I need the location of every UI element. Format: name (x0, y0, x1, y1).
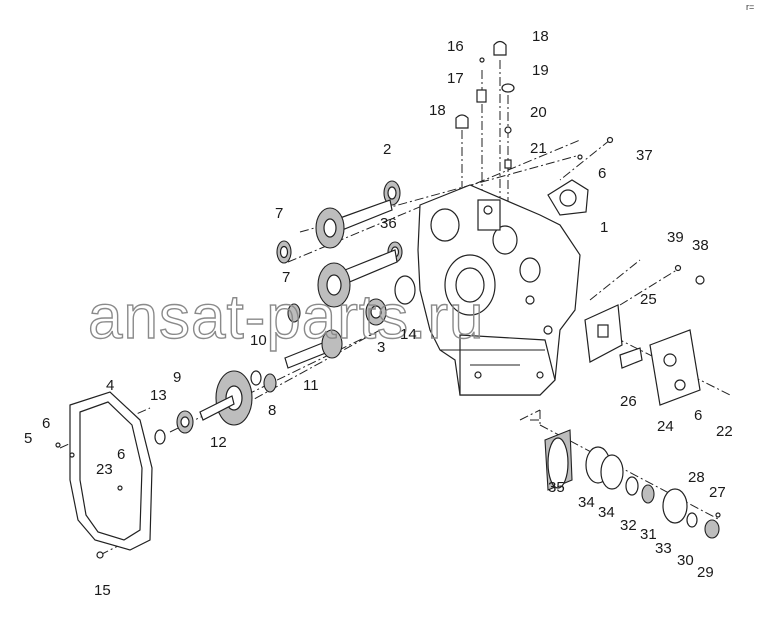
callout-6: 6 (694, 407, 702, 424)
gasket (55, 391, 153, 559)
top-fittings (455, 40, 614, 169)
callout-20: 20 (530, 104, 547, 121)
cover-plate (547, 179, 589, 216)
callout-14: 14 (400, 326, 417, 343)
callout-6: 6 (598, 165, 606, 182)
callout-23: 23 (96, 461, 113, 478)
corner-mark: r= (746, 2, 754, 12)
callout-18: 18 (532, 28, 549, 45)
output-flange-assembly (544, 429, 721, 539)
callout-17: 17 (447, 70, 464, 87)
callout-13: 13 (150, 387, 167, 404)
callout-21: 21 (530, 140, 547, 157)
callout-3: 3 (377, 339, 385, 356)
callout-labels: 16 18 17 19 18 20 21 37 2 6 1 7 36 39 38… (24, 28, 733, 599)
callout-1: 1 (600, 219, 608, 236)
callout-8: 8 (268, 402, 276, 419)
callout-11: 11 (303, 377, 319, 394)
callout-2: 2 (383, 141, 391, 158)
callout-25: 25 (640, 291, 657, 308)
callout-28: 28 (688, 469, 705, 486)
callout-24: 24 (657, 418, 674, 435)
callout-9: 9 (173, 369, 181, 386)
callout-7: 7 (275, 205, 283, 222)
callout-27: 27 (709, 484, 726, 501)
callout-31: 31 (640, 526, 657, 543)
callout-15: 15 (94, 582, 111, 599)
callout-10: 10 (250, 332, 267, 349)
callout-22: 22 (716, 423, 733, 440)
gearbox-housing (417, 184, 581, 396)
callout-37: 37 (636, 147, 653, 164)
callout-7: 7 (282, 269, 290, 286)
callout-30: 30 (677, 552, 694, 569)
callout-16: 16 (447, 38, 464, 55)
callout-18: 18 (429, 102, 446, 119)
callout-34: 34 (598, 504, 615, 521)
callout-12: 12 (210, 434, 227, 451)
callout-19: 19 (532, 62, 549, 79)
callout-6: 6 (117, 446, 125, 463)
callout-39: 39 (667, 229, 684, 246)
watermark: ansat-parts.ru (88, 283, 485, 352)
callout-26: 26 (620, 393, 637, 410)
callout-33: 33 (655, 540, 672, 557)
callout-34: 34 (578, 494, 595, 511)
shaft-assemblies (154, 180, 416, 445)
callout-29: 29 (697, 564, 714, 581)
callout-6: 6 (42, 415, 50, 432)
pump-assembly (584, 264, 705, 406)
callout-38: 38 (692, 237, 709, 254)
callout-35: 35 (548, 479, 565, 496)
callout-5: 5 (24, 430, 32, 447)
callout-36: 36 (380, 215, 397, 232)
callout-32: 32 (620, 517, 637, 534)
callout-4: 4 (106, 377, 114, 394)
